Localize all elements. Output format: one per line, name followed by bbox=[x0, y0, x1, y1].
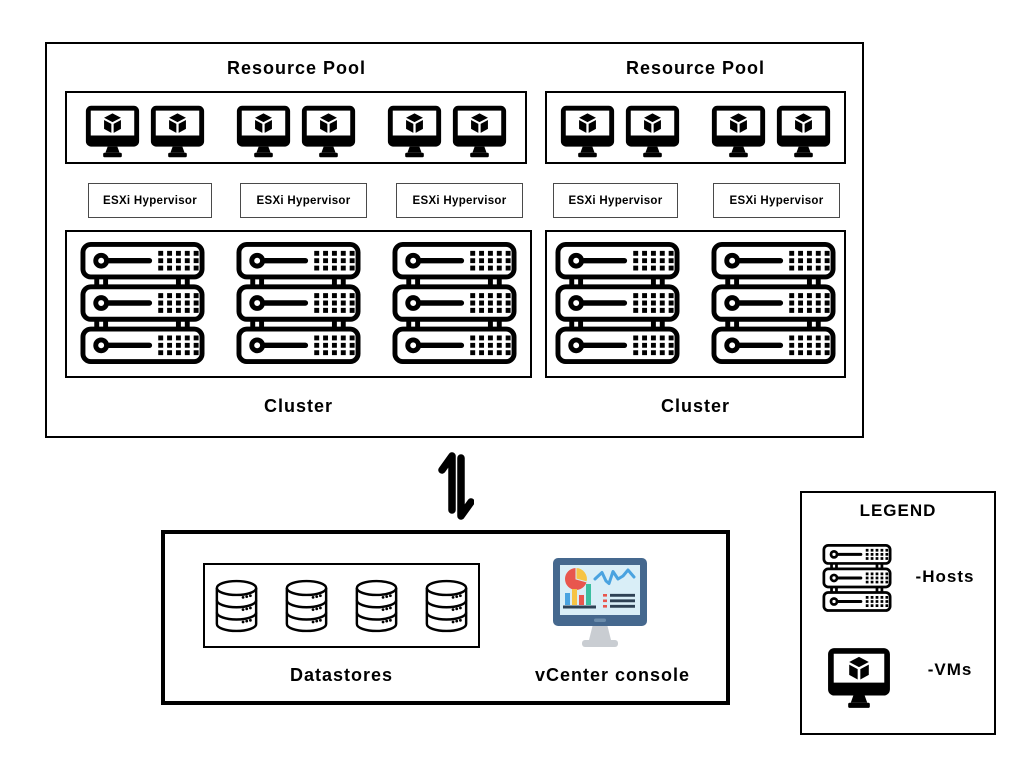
host-stack-row-right bbox=[547, 232, 844, 376]
esxi-hypervisor-box: ESXi Hypervisor bbox=[396, 183, 523, 218]
vm-monitor-icon bbox=[826, 646, 892, 710]
host-stack-icon bbox=[80, 242, 205, 366]
vm-row-left bbox=[67, 93, 525, 162]
cluster-label-left: Cluster bbox=[263, 396, 333, 416]
cluster-label-right: Cluster bbox=[660, 396, 730, 416]
cluster-box-left bbox=[65, 230, 532, 378]
vm-monitor-icon bbox=[149, 104, 206, 159]
vm-monitor-icon bbox=[624, 104, 681, 159]
esxi-hypervisor-label: ESXi Hypervisor bbox=[412, 194, 507, 207]
esxi-hypervisor-label: ESXi Hypervisor bbox=[729, 194, 824, 207]
esxi-hypervisor-label: ESXi Hypervisor bbox=[103, 194, 197, 207]
vm-row-right bbox=[547, 93, 844, 162]
host-stack-icon bbox=[555, 242, 680, 366]
vm-monitor-icon bbox=[84, 104, 141, 159]
datastore-cylinder-icon bbox=[213, 579, 260, 633]
vm-monitor-icon bbox=[300, 104, 357, 159]
esxi-hypervisor-box: ESXi Hypervisor bbox=[240, 183, 367, 218]
datastore-row bbox=[205, 565, 478, 646]
vm-monitor-icon bbox=[775, 104, 832, 159]
datastore-cylinder-icon bbox=[283, 579, 330, 633]
host-stack-icon bbox=[711, 242, 836, 366]
host-stack-row-left bbox=[67, 232, 530, 376]
datastores-label: Datastores bbox=[289, 665, 394, 685]
resource-pool-title-left: Resource Pool bbox=[226, 58, 367, 78]
esxi-hypervisor-box: ESXi Hypervisor bbox=[713, 183, 840, 218]
esxi-hypervisor-label: ESXi Hypervisor bbox=[256, 194, 351, 207]
vm-pool-box-left bbox=[65, 91, 527, 164]
monitor-dashboard-icon bbox=[550, 556, 650, 648]
esxi-hypervisor-box: ESXi Hypervisor bbox=[553, 183, 678, 218]
host-stack-icon bbox=[822, 544, 892, 613]
resource-pool-title-right: Resource Pool bbox=[625, 58, 766, 78]
datastore-cylinder-icon bbox=[423, 579, 470, 633]
vm-monitor-icon bbox=[710, 104, 767, 159]
datastore-cylinder-icon bbox=[353, 579, 400, 633]
host-stack-icon bbox=[392, 242, 517, 366]
datastores-box bbox=[203, 563, 480, 648]
legend-hosts-label: -Hosts bbox=[915, 567, 975, 586]
vm-monitor-icon bbox=[559, 104, 616, 159]
vm-monitor-icon bbox=[451, 104, 508, 159]
esxi-hypervisor-box: ESXi Hypervisor bbox=[88, 183, 212, 218]
vm-monitor-icon bbox=[386, 104, 443, 159]
vm-monitor-icon bbox=[235, 104, 292, 159]
cluster-box-right bbox=[545, 230, 846, 378]
sync-arrows-icon bbox=[438, 449, 474, 523]
legend-vms-label: -VMs bbox=[927, 660, 973, 679]
esxi-hypervisor-label: ESXi Hypervisor bbox=[568, 194, 663, 207]
vm-pool-box-right bbox=[545, 91, 846, 164]
legend-title: LEGEND bbox=[859, 501, 937, 520]
host-stack-icon bbox=[236, 242, 361, 366]
vcenter-console-label: vCenter console bbox=[534, 665, 691, 685]
